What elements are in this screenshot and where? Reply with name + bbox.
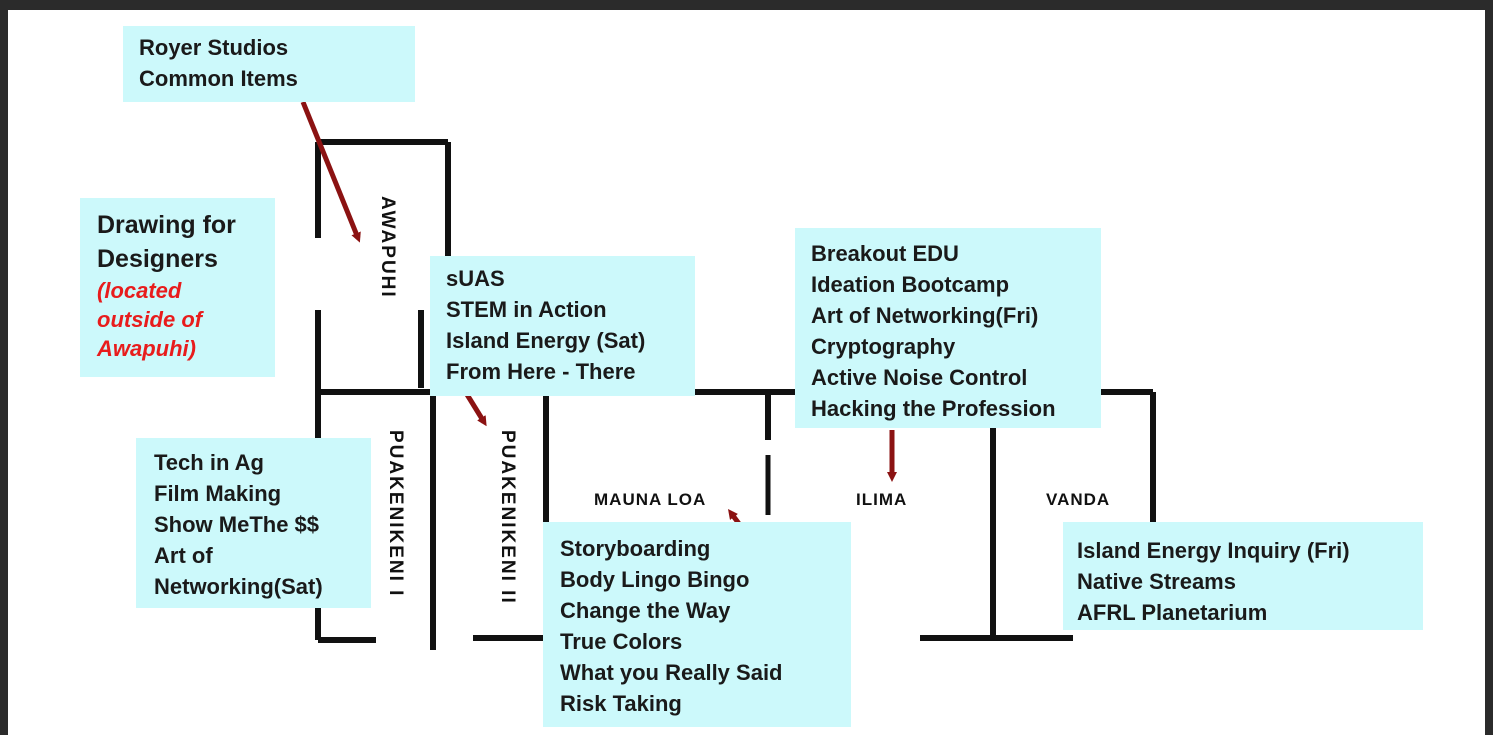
island-line-2: Native Streams [1077,569,1236,594]
drawing-line-2: Designers [97,245,218,273]
suas-box: sUAS STEM in Action Island Energy (Sat) … [430,256,695,396]
techag-line-1: Tech in Ag [154,450,264,475]
techag-line-2: Film Making [154,481,282,506]
room-puakenikeni-1: PUAKENIKENI I [385,430,406,598]
techag-line-4: Art of [154,543,213,568]
breakout-line-6: Hacking the Profession [811,396,1056,421]
drawing-note-2: outside of [97,307,203,332]
royer-studios-box: Royer Studios Common Items [123,26,415,102]
arrow-royer-to-awapuhi [300,101,361,243]
drawing-line-1: Drawing for [97,211,236,239]
story-line-2: Body Lingo Bingo [560,567,750,592]
breakout-edu-box: Breakout EDU Ideation Bootcamp Art of Ne… [795,228,1101,428]
storyboarding-box: Storyboarding Body Lingo Bingo Change th… [543,522,851,727]
story-line-6: Risk Taking [560,691,682,716]
drawing-for-designers-box: Drawing for Designers (located outside o… [80,198,275,377]
island-line-1: Island Energy Inquiry (Fri) [1077,538,1350,563]
breakout-line-1: Breakout EDU [811,241,959,266]
suas-line-4: From Here - There [446,359,636,384]
royer-line-1: Royer Studios [139,35,289,60]
island-energy-box: Island Energy Inquiry (Fri) Native Strea… [1063,522,1423,630]
techag-line-3: Show MeThe $$ [154,512,320,537]
suas-line-1: sUAS [446,266,505,291]
breakout-line-2: Ideation Bootcamp [811,272,1010,297]
room-puakenikeni-2: PUAKENIKENI II [497,430,518,605]
drawing-note-3: Awapuhi) [97,336,196,361]
room-awapuhi: AWAPUHI [377,196,398,299]
suas-line-3: Island Energy (Sat) [446,328,646,353]
tech-in-ag-box: Tech in Ag Film Making Show MeThe $$ Art… [136,438,371,608]
story-line-1: Storyboarding [560,536,711,561]
story-line-5: What you Really Said [560,660,783,685]
floor-plan-canvas: AWAPUHI PUAKENIKENI I PUAKENIKENI II MAU… [8,10,1485,735]
royer-line-2: Common Items [139,66,298,91]
techag-line-5: Networking(Sat) [154,574,323,599]
suas-line-2: STEM in Action [446,297,607,322]
story-line-3: Change the Way [560,598,731,623]
breakout-line-4: Cryptography [811,334,956,359]
room-mauna-loa: MAUNA LOA [594,490,707,509]
breakout-line-3: Art of Networking(Fri) [811,303,1039,328]
room-ilima: ILIMA [856,490,908,509]
island-line-3: AFRL Planetarium [1077,600,1268,625]
breakout-line-5: Active Noise Control [811,365,1028,390]
room-vanda: VANDA [1046,490,1111,509]
drawing-note-1: (located [97,278,182,303]
story-line-4: True Colors [560,629,683,654]
